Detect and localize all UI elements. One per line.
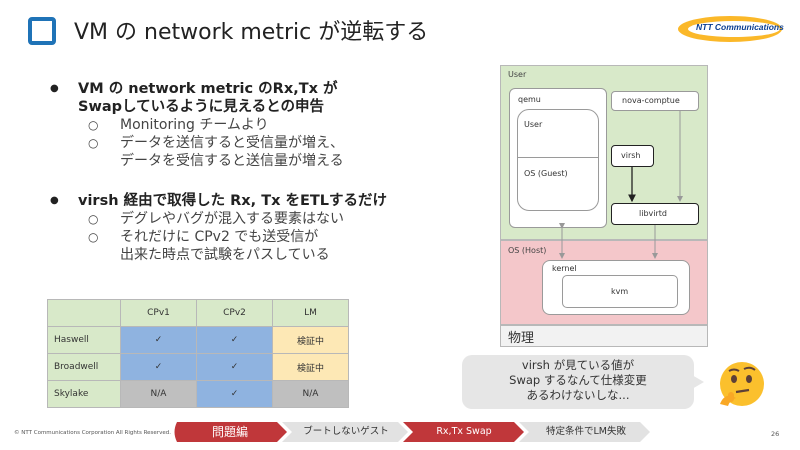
physical-label: 物理	[508, 331, 535, 346]
row-header: Broadwell	[47, 353, 121, 381]
table-header-cell: CPv1	[120, 299, 197, 327]
speech-bubble: virsh が見ている値が Swap するなんて仕様変更 あるわけないしな...	[462, 355, 704, 409]
table-cell: N/A	[272, 380, 349, 408]
nova-compute-label: nova-comptue	[622, 96, 680, 105]
table-cell: ✓	[196, 380, 273, 408]
table-cell: ✓	[196, 326, 273, 354]
table-header-cell: LM	[272, 299, 349, 327]
bullet-2: virsh 経由で取得した Rx, Tx をETLするだけ	[50, 192, 470, 210]
bubble-line: virsh が見ている値が	[521, 358, 635, 372]
bullet-list: VM の network metric のRx,Tx が Swapしているように…	[50, 80, 470, 264]
page-number: 26	[771, 430, 780, 438]
step-problem[interactable]: 問題編	[211, 425, 248, 439]
physical-layer	[500, 325, 708, 347]
bullet-1: VM の network metric のRx,Tx が Swapしているように…	[50, 80, 470, 116]
sub-bullet-2-2: ○ それだけに CPv2 でも送受信が 出来た時点で試験をパスしている	[50, 228, 470, 264]
copyright-text: © NTT Communications Corporation All Rig…	[14, 430, 171, 436]
virsh-box	[611, 145, 654, 167]
bullet-2-line1: virsh 経由で取得した Rx, Tx をETLするだけ	[78, 193, 388, 209]
step-rx-tx-swap[interactable]: Rx,Tx Swap	[436, 426, 492, 437]
table-cell: 検証中	[272, 353, 349, 381]
libvirtd-box	[611, 203, 699, 225]
libvirtd-label: libvirtd	[639, 209, 667, 218]
sub-bullet-text: データを受信すると送信量が増える	[120, 153, 344, 169]
guest-vm-box	[517, 109, 599, 211]
table-cell: ✓	[196, 353, 273, 381]
os-host-label: OS (Host)	[508, 246, 547, 255]
compatibility-table: CPv1 CPv2 LM Haswell ✓ ✓ 検証中 Broadwell ✓…	[47, 299, 349, 408]
guest-user-label: User	[524, 120, 543, 129]
virsh-label: virsh	[621, 151, 641, 160]
ntt-communications-logo: NTT Communications	[678, 16, 784, 42]
sub-bullet-text: Monitoring チームより	[120, 117, 269, 133]
table-header-row: CPv1 CPv2 LM	[47, 299, 349, 327]
step-lm-failure[interactable]: 特定条件でLM失敗	[546, 426, 626, 437]
user-layer-label: User	[508, 70, 527, 79]
guest-os-label: OS (Guest)	[524, 169, 568, 178]
table-cell: ✓	[120, 353, 197, 381]
diagram-arrows	[559, 111, 683, 259]
kvm-label: kvm	[611, 287, 629, 296]
table-row: Skylake N/A ✓ N/A	[47, 380, 349, 408]
sub-bullet-text: それだけに CPv2 でも送受信が	[120, 229, 319, 245]
bullet-1-line2: Swapしているように見えるとの申告	[78, 99, 324, 115]
sub-bullet-1-2: ○ データを送信すると受信量が増え、 データを受信すると送信量が増える	[50, 134, 470, 170]
row-header: Skylake	[47, 380, 121, 408]
sub-bullet-text: 出来た時点で試験をパスしている	[120, 247, 330, 263]
kernel-label: kernel	[552, 264, 577, 273]
bullet-1-line1: VM の network metric のRx,Tx が	[78, 81, 338, 97]
slide-title: VM の network metric が逆転する	[74, 20, 429, 45]
thinking-face-icon	[720, 362, 764, 406]
sub-bullet-1-1: ○ Monitoring チームより	[50, 116, 470, 134]
sub-bullet-text: データを送信すると受信量が増え、	[120, 135, 344, 151]
step-no-boot-guest[interactable]: ブートしないゲスト	[303, 426, 389, 437]
qemu-label: qemu	[518, 95, 541, 104]
logo-text: NTT Communications	[696, 22, 784, 32]
bubble-line: あるわけないしな...	[526, 388, 630, 402]
sub-bullet-text: デグレやバグが混入する要素はない	[120, 211, 344, 227]
architecture-diagram: User OS (Host) 物理 qemu User OS (Guest) n…	[500, 65, 708, 347]
kvm-box	[562, 275, 678, 308]
table-row: Broadwell ✓ ✓ 検証中	[47, 353, 349, 381]
sub-bullet-2-1: ○ デグレやバグが混入する要素はない	[50, 210, 470, 228]
title-square-icon	[28, 17, 56, 45]
nova-compute-box	[611, 91, 699, 111]
bubble-line: Swap するなんて仕様変更	[509, 373, 647, 387]
